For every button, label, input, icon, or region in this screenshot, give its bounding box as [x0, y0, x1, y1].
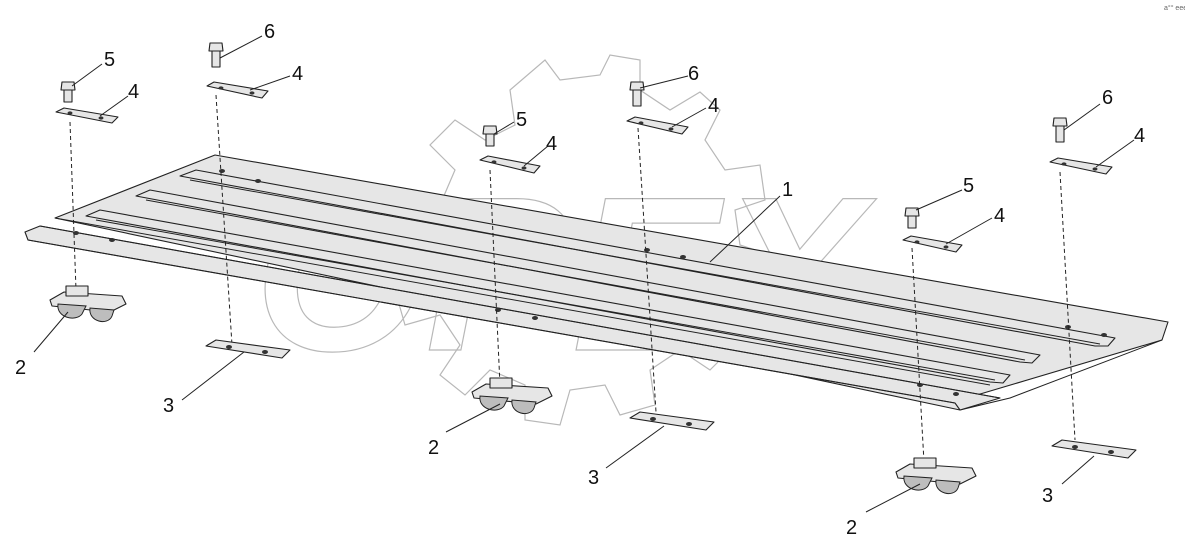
callout-top-plate: 4: [1134, 125, 1145, 147]
long-bolt: [629, 81, 645, 107]
short-bolt: [482, 125, 498, 147]
clamp: [471, 377, 553, 415]
panel-rib-2: [135, 189, 1041, 364]
callout-clamp: 2: [846, 517, 857, 539]
clamp: [895, 457, 977, 495]
long-bolt: [208, 42, 224, 68]
callout-top-plate: 4: [128, 81, 139, 103]
bottom-plates: [205, 339, 1137, 459]
callout-bottom-plate: 3: [1042, 485, 1053, 507]
callout-bottom-plate: 3: [163, 395, 174, 417]
short-bolt: [60, 81, 76, 103]
callout-top-plate: 4: [708, 95, 719, 117]
floor-panel: [24, 154, 1169, 411]
leader-lines: [33, 35, 1135, 513]
clamps: [49, 285, 977, 495]
top-plate: [626, 116, 689, 135]
bottom-plate: [1051, 439, 1137, 459]
clamp: [49, 285, 127, 323]
callout-top-plate: 4: [292, 63, 303, 85]
callout-bottom-plate: 3: [588, 467, 599, 489]
top-plates: [55, 81, 1113, 253]
callout-bolt-long: 6: [688, 63, 699, 85]
panel-rib-1: [179, 169, 1116, 347]
corner-mark: a°° eee: [1164, 4, 1185, 12]
callout-panel: 1: [782, 179, 793, 201]
short-bolt: [904, 207, 920, 229]
bottom-plate: [629, 411, 715, 431]
callout-top-plate: 4: [994, 205, 1005, 227]
callout-bolt-long: 6: [1102, 87, 1113, 109]
panel-rib-3: [85, 209, 1011, 384]
callout-bolt-short: 5: [963, 175, 974, 197]
callout-bolt-long: 6: [264, 21, 275, 43]
callout-bolt-short: 5: [104, 49, 115, 71]
callout-clamp: 2: [15, 357, 26, 379]
top-plate: [1049, 157, 1113, 175]
long-bolt: [1052, 117, 1068, 143]
callout-clamp: 2: [428, 437, 439, 459]
bottom-plate: [205, 339, 291, 359]
callout-bolt-short: 5: [516, 109, 527, 131]
callout-labels: 5 4 6 4 5 4 6 4 5 4 6 4 1 2 3 2 3 2 3: [15, 21, 1145, 539]
callout-top-plate: 4: [546, 133, 557, 155]
assembly-axes: [69, 94, 1076, 463]
